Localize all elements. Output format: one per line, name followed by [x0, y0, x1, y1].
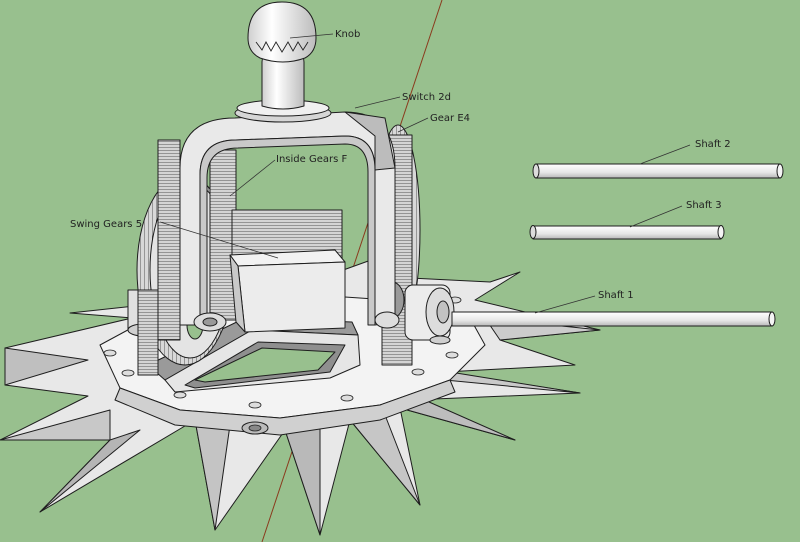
- label-switch: Switch 2d: [402, 92, 451, 103]
- right-bearing[interactable]: [404, 284, 455, 345]
- center-block[interactable]: [229, 249, 346, 333]
- shaft-3[interactable]: [529, 225, 725, 240]
- label-inside-gears: Inside Gears F: [276, 154, 347, 165]
- label-knob: Knob: [335, 29, 360, 40]
- label-shaft-1: Shaft 1: [598, 290, 634, 301]
- label-gear-e4: Gear E4: [430, 113, 470, 124]
- label-shaft-3: Shaft 3: [686, 200, 722, 211]
- knob[interactable]: [234, 1, 332, 123]
- base-bolts: [103, 296, 462, 409]
- shaft-2[interactable]: [532, 163, 784, 179]
- callout-leaders: [159, 33, 691, 314]
- label-shaft-2: Shaft 2: [695, 139, 731, 150]
- switch-2d[interactable]: [179, 111, 400, 332]
- knob-pattern: [255, 41, 309, 53]
- label-swing-gears: Swing Gears 5: [70, 219, 142, 230]
- shaft-1[interactable]: [451, 311, 776, 327]
